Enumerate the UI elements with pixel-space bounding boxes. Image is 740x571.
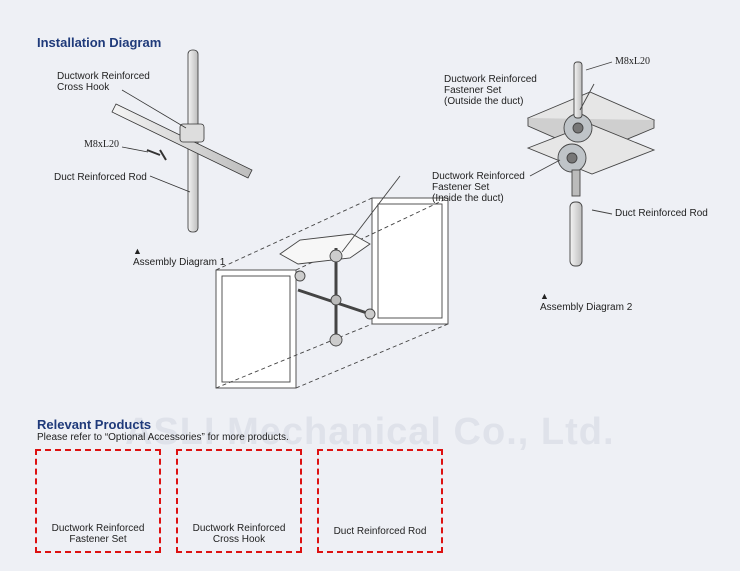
- assembly-diagram-1-caption: ▲ Assembly Diagram 1: [133, 246, 226, 268]
- product-card-cross-hook[interactable]: Ductwork Reinforced Cross Hook: [176, 449, 302, 553]
- relevant-products-title: Relevant Products: [37, 417, 152, 432]
- rod-label-2: Duct Reinforced Rod: [615, 208, 708, 219]
- company-watermark: ASLI Mechanical Co., Ltd.: [125, 411, 615, 453]
- relevant-products-subtitle: Please refer to “Optional Accessories” f…: [37, 432, 289, 443]
- triangle-icon: ▲: [540, 291, 549, 301]
- inside-fastener-label: Ductwork Reinforced Fastener Set (Inside…: [432, 171, 525, 204]
- rod-label-1: Duct Reinforced Rod: [54, 172, 147, 183]
- triangle-icon: ▲: [133, 246, 142, 256]
- reinforced-rod-2: [569, 201, 583, 267]
- outside-fastener-label: Ductwork Reinforced Fastener Set (Outsid…: [444, 74, 537, 107]
- bolt-size-label-2: M8xL20: [615, 56, 650, 67]
- top-bolt: [573, 61, 583, 119]
- product-card-reinforced-rod[interactable]: Duct Reinforced Rod: [317, 449, 443, 553]
- bolt: [146, 149, 167, 161]
- assembly-diagram-2-caption: ▲ Assembly Diagram 2: [540, 291, 633, 313]
- duct-back-frame: [371, 197, 449, 325]
- cross-hook-label: Ductwork Reinforced Cross Hook: [57, 71, 150, 93]
- page-title: Installation Diagram: [37, 35, 162, 50]
- duct-front-frame: [215, 269, 297, 389]
- cross-hook-clamp: [179, 123, 205, 143]
- threaded-stud: [571, 169, 581, 197]
- bolt-size-label: M8xL20: [84, 139, 119, 150]
- inner-plate: [279, 233, 371, 265]
- product-card-fastener-set[interactable]: Ductwork Reinforced Fastener Set: [35, 449, 161, 553]
- product-label: Ductwork Reinforced Fastener Set: [51, 523, 145, 545]
- product-label: Ductwork Reinforced Cross Hook: [192, 523, 286, 545]
- product-label: Duct Reinforced Rod: [333, 526, 427, 537]
